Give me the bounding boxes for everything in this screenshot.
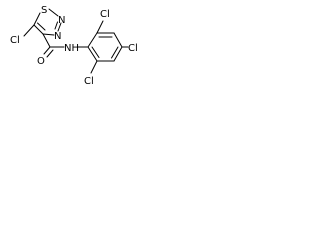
bond-s1-n2 <box>48 8 59 17</box>
atom-nitrogen-n3: N <box>54 31 61 42</box>
atom-sulfur: S <box>41 5 47 16</box>
bond-n2-n3 <box>57 22 62 32</box>
bond-ph-c6-c1-inner <box>91 46 100 58</box>
bond-ph-c6-c1 <box>87 46 98 62</box>
atom-oxygen: O <box>37 56 45 67</box>
bond-n3-n2-double <box>54 21 58 30</box>
bond-c4-c5-double <box>37 22 46 31</box>
atom-chlorine-thiadiazole: Cl <box>10 35 20 46</box>
bond-n3-c4 <box>42 33 55 36</box>
bond-c5-s1 <box>33 12 41 26</box>
bond-carbonyl-oxygen-double <box>46 49 54 58</box>
atom-chlorine-ortho-top: Cl <box>100 9 110 20</box>
atom-amide-nh: NH <box>64 43 79 54</box>
atom-chlorine-ortho-bottom: Cl <box>84 76 94 87</box>
chemical-structure: S N N Cl O NH Cl Cl Cl <box>10 5 138 87</box>
bond-c4-carbonyl <box>42 33 51 48</box>
bond-c5-cl <box>23 24 35 37</box>
bond-ph-c4-c5-inner <box>111 46 119 59</box>
atom-nitrogen-n2: N <box>58 15 65 26</box>
bond-carbonyl-oxygen <box>43 46 51 55</box>
bond-ph-cl-ortho-top <box>96 20 104 34</box>
bond-ph-c3-c4 <box>113 32 123 48</box>
bond-c4-c5 <box>33 24 44 35</box>
bond-ph-cl-ortho-bottom <box>90 60 98 74</box>
atom-chlorine-para: Cl <box>128 43 138 54</box>
bond-ph-c1-c2 <box>87 32 98 48</box>
bond-ph-c4-c5 <box>113 46 123 62</box>
